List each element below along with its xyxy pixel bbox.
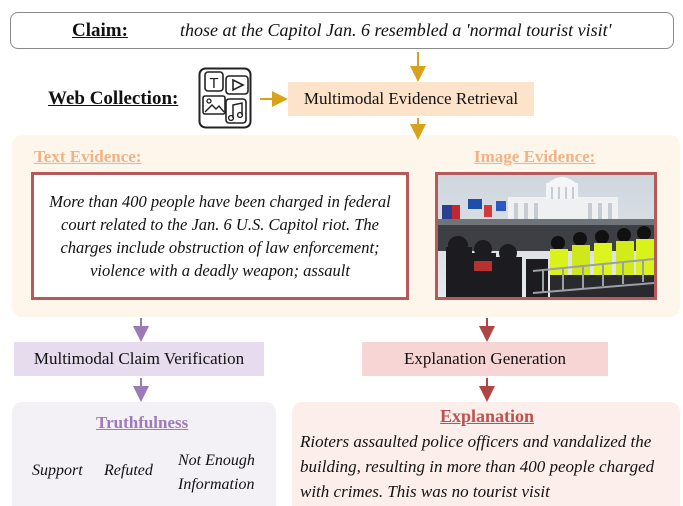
option-refuted: Refuted [104, 462, 153, 479]
explanation-text: Rioters assaulted police officers and va… [300, 432, 655, 501]
option-support: Support [32, 462, 83, 479]
claim-box [10, 12, 674, 49]
text-evidence-box: More than 400 people have been charged i… [31, 172, 409, 300]
text-evidence-body: More than 400 people have been charged i… [49, 192, 391, 280]
icon-letter-t: T [209, 75, 218, 92]
image-evidence-title: Image Evidence: [474, 147, 596, 166]
truthfulness-panel [12, 402, 276, 506]
explanation-title: Explanation [440, 406, 535, 426]
text-evidence-title: Text Evidence: [34, 147, 142, 166]
web-collection-label: Web Collection: [48, 88, 179, 109]
option-information: Information [178, 476, 255, 493]
option-not-enough: Not Enough [178, 452, 255, 469]
claim-verification-box: Multimodal Claim Verification [14, 342, 264, 376]
image-evidence-box [435, 172, 657, 300]
truthfulness-title: Truthfulness [96, 413, 189, 432]
explanation-panel [292, 402, 680, 506]
multimedia-icon: T [198, 67, 252, 129]
explanation-generation-box: Explanation Generation [362, 342, 608, 376]
claim-text: those at the Capitol Jan. 6 resembled a … [180, 20, 612, 40]
claim-label: Claim: [72, 20, 128, 41]
capitol-riot-photo [438, 175, 654, 297]
evidence-retrieval-box: Multimodal Evidence Retrieval [288, 82, 534, 116]
